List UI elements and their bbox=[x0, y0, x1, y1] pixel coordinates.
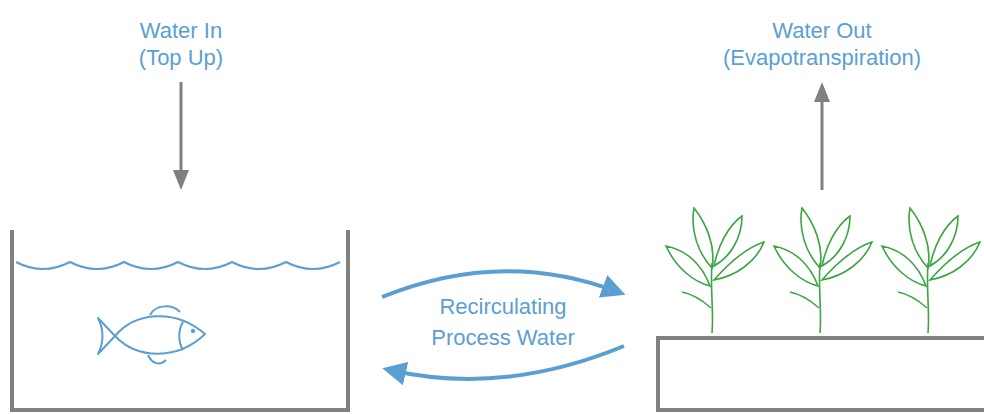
loop-label: Recirculating Process Water bbox=[413, 291, 593, 353]
recirculation-arrow bbox=[382, 271, 618, 297]
plant-icon bbox=[666, 208, 764, 333]
fish-icon bbox=[98, 306, 205, 363]
outflow-arrow bbox=[814, 82, 830, 190]
grow-bed bbox=[658, 338, 984, 410]
flow-label: Water In (Top Up) bbox=[126, 17, 236, 71]
fish-tank bbox=[12, 230, 348, 410]
water-surface bbox=[16, 262, 340, 269]
inflow-arrow bbox=[173, 82, 189, 190]
flow-label: Water Out (Evapotranspiration) bbox=[702, 17, 942, 71]
recirculation-arrow bbox=[390, 346, 624, 379]
plant-icon bbox=[882, 208, 980, 333]
plant-icon bbox=[774, 208, 872, 333]
